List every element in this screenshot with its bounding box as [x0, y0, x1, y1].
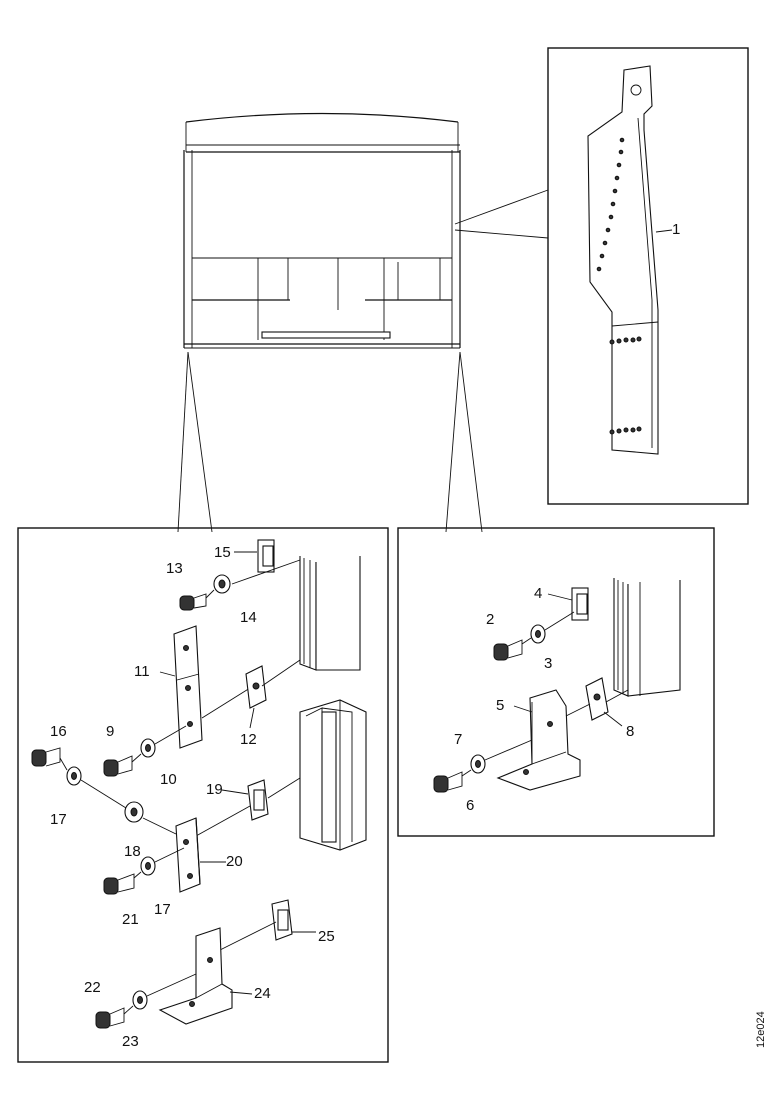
washer-17-lower — [140, 856, 156, 876]
callout-label-22: 22 — [84, 979, 101, 996]
callout-label-21: 21 — [122, 911, 139, 928]
nut-plate-8 — [585, 677, 609, 721]
callout-label-13: 13 — [166, 560, 183, 577]
bracket-hole-row-lower — [609, 426, 642, 435]
callout-label-10: 10 — [160, 771, 177, 788]
callout-label-17-upper: 17 — [50, 811, 67, 828]
callout-label-24: 24 — [254, 985, 271, 1002]
detail-box-left — [17, 527, 389, 1063]
figure-reference-code: 12e024 — [755, 1011, 767, 1048]
cabinet-top-arc — [185, 112, 459, 123]
callout-label-4: 4 — [534, 585, 542, 602]
callout-label-1: 1 — [672, 221, 680, 238]
cabinet-overview — [183, 112, 461, 349]
vertical-channel-post — [299, 699, 367, 851]
callout-label-14: 14 — [240, 609, 257, 626]
washer-17-upper — [66, 766, 82, 786]
callout-label-23: 23 — [122, 1033, 139, 1050]
bracket-slot-holes — [596, 137, 625, 272]
callout-label-19: 19 — [206, 781, 223, 798]
callout-leaders — [177, 189, 549, 533]
callout-label-9: 9 — [106, 723, 114, 740]
callout-label-15: 15 — [214, 544, 231, 561]
angle-bracket-24 — [158, 927, 233, 1025]
callout-label-12: 12 — [240, 731, 257, 748]
detail-box-bracket-1 — [547, 47, 749, 505]
plate-11 — [173, 625, 203, 749]
washer-10 — [140, 738, 156, 758]
vertical-bracket-part-1 — [587, 65, 659, 455]
callout-label-17-lower: 17 — [154, 901, 171, 918]
cage-nut-4 — [571, 587, 589, 621]
callout-label-7: 7 — [454, 731, 462, 748]
screw-16 — [31, 747, 61, 767]
washer-7 — [470, 754, 486, 774]
callout-label-6: 6 — [466, 797, 474, 814]
washer-14 — [213, 574, 231, 594]
screw-13 — [179, 593, 207, 611]
callout-label-3: 3 — [544, 655, 552, 672]
cabinet-bottom-rail — [261, 331, 391, 339]
callout-label-16: 16 — [50, 723, 67, 740]
callout-label-2: 2 — [486, 611, 494, 628]
cage-nut-15 — [257, 539, 275, 573]
nut-plate-12 — [245, 665, 267, 709]
screw-22 — [95, 1007, 125, 1029]
plate-20 — [175, 817, 201, 893]
cage-nut-19 — [247, 779, 269, 821]
lock-washer-18 — [124, 801, 144, 823]
vertical-post-right — [613, 578, 681, 697]
callout-label-5: 5 — [496, 697, 504, 714]
cage-nut-25 — [271, 899, 293, 941]
callout-label-20: 20 — [226, 853, 243, 870]
washer-23 — [132, 990, 148, 1010]
screw-2 — [493, 639, 523, 661]
bracket-hole-row-upper — [609, 336, 642, 345]
callout-label-11: 11 — [134, 663, 150, 680]
vertical-post-upper — [299, 556, 361, 671]
callout-label-25: 25 — [318, 928, 335, 945]
washer-3 — [530, 624, 546, 644]
detail-box-right — [397, 527, 715, 837]
callout-label-18: 18 — [124, 843, 141, 860]
screw-21 — [103, 873, 135, 895]
angle-bracket-5 — [496, 689, 581, 791]
callout-label-8: 8 — [626, 723, 634, 740]
screw-9 — [103, 755, 133, 777]
screw-6 — [433, 771, 463, 793]
